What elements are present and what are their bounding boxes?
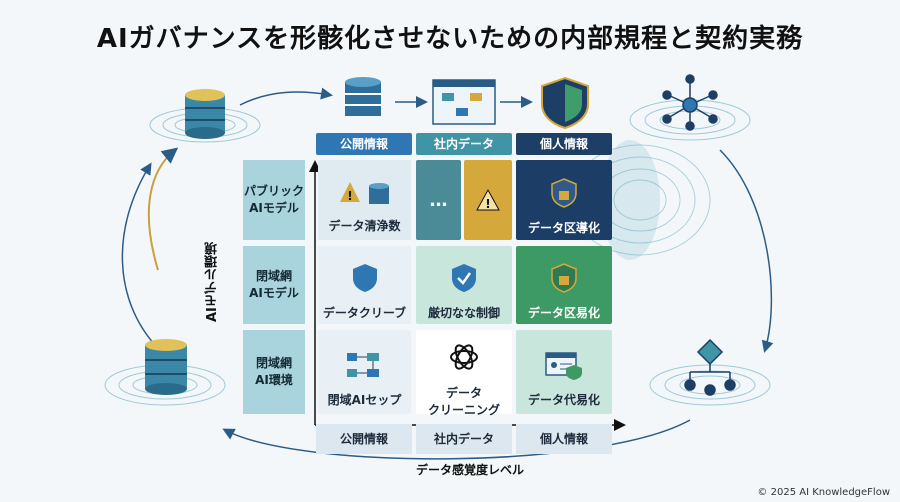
cell-data-cleaning: データ クリーニング (416, 327, 512, 417)
svg-text:!: ! (485, 197, 490, 211)
cell-data-cleansing: ! データ清浄数 (318, 160, 411, 240)
row-header-public-ai: パブリック AIモデル (243, 160, 305, 240)
workflow-window-icon (432, 79, 496, 125)
shield-icon (541, 76, 589, 130)
cell-label: 閉域AIセップ (327, 393, 402, 407)
shield-icon (352, 249, 378, 296)
workflow-icon (345, 336, 385, 383)
copyright-text: © 2025 AI KnowledgeFlow (757, 487, 890, 498)
database-icon (345, 77, 381, 116)
shield-check-icon (451, 249, 477, 296)
row-header-closed-ai-env: 閉域網 AI環境 (243, 330, 305, 414)
cell-data-segmentation: データ区導化 (516, 160, 612, 240)
cell-data-clip: データクリーブ (318, 246, 411, 324)
page-title: AIガバナンスを形骸化させないための内部規程と契約実務 (96, 24, 804, 54)
database-icon (145, 339, 187, 395)
ripple-right (569, 144, 711, 256)
cell-label: データ区易化 (527, 306, 600, 320)
column-header-public: 公開情報 (316, 133, 412, 155)
column-footer-internal: 社内データ (416, 424, 512, 454)
y-axis-label: AIモデル環境 (205, 242, 220, 322)
cell-data-substitution: データ代易化 (516, 330, 612, 414)
lock-shield-icon (551, 164, 577, 211)
warning-icon: ! (476, 188, 500, 211)
cell-label: 厳切なな制御 (427, 306, 500, 320)
database-icon (185, 89, 225, 139)
cell-label: データ区導化 (527, 221, 600, 235)
lock-shield-icon (551, 249, 577, 296)
warning-database-icon: ! (339, 166, 391, 209)
cell-data-anonymization: データ区易化 (516, 246, 612, 324)
network-icon (662, 74, 718, 131)
column-footer-personal: 個人情報 (516, 424, 612, 454)
column-footer-public: 公開情報 (316, 424, 412, 454)
cell-strict-control: 厳切なな制御 (416, 246, 512, 324)
column-header-personal: 個人情報 (516, 133, 612, 155)
svg-text:!: ! (347, 189, 352, 203)
x-axis-label: データ感覚度レベル (415, 463, 524, 477)
cell-internal-public-right: ! (464, 160, 512, 240)
id-card-shield-icon (544, 336, 584, 383)
ai-knot-icon (448, 327, 480, 376)
cell-label: データクリーブ (322, 306, 407, 320)
column-header-internal: 社内データ (416, 133, 512, 155)
cell-label: データ クリーニング (427, 385, 500, 417)
cell-label: データ代易化 (527, 393, 600, 407)
cell-internal-public-left: … (416, 160, 461, 240)
ellipsis-icon: … (429, 189, 448, 211)
cell-closed-ai-setup: 閉域AIセップ (318, 330, 411, 414)
row-header-closed-ai-model: 閉域網 AIモデル (243, 246, 305, 324)
cell-label: データ清浄数 (328, 219, 401, 233)
hierarchy-icon (684, 338, 736, 396)
